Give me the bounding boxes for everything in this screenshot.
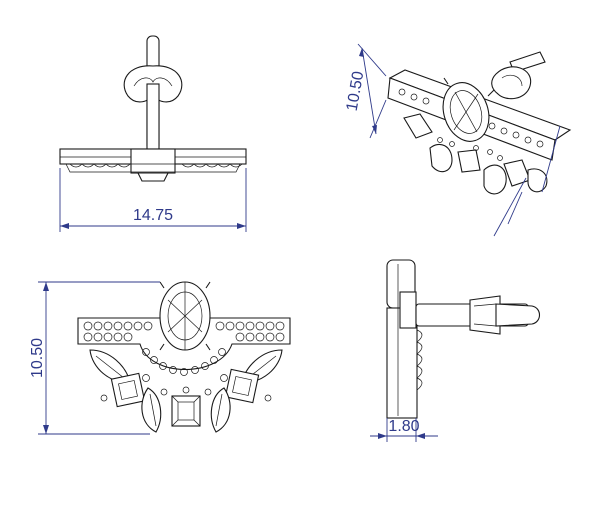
iso-height-label: 10.50 — [344, 70, 368, 112]
side-view — [386, 259, 541, 419]
front-width-label: 14.75 — [133, 207, 173, 224]
top-height-label: 10.50 — [29, 338, 46, 378]
side-depth-dimension: 1.80 — [370, 418, 438, 442]
isometric-view — [387, 51, 572, 195]
top-height-dimension: 10.50 — [29, 281, 160, 435]
front-width-dimension: 14.75 — [59, 168, 247, 232]
side-depth-label: 1.80 — [388, 418, 419, 435]
front-view — [59, 35, 247, 182]
top-view — [77, 281, 291, 433]
iso-height-dimension: 10.50 — [344, 43, 561, 237]
